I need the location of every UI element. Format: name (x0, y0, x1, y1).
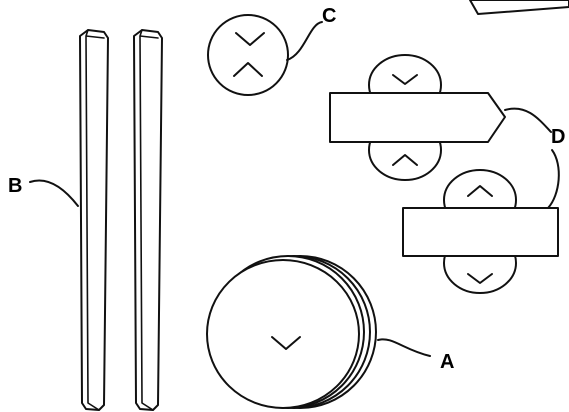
label-b: B (8, 175, 22, 197)
part-b-left-bar (79, 29, 109, 411)
chevron-up-icon (392, 154, 418, 166)
leader-line-d-upper (504, 107, 552, 133)
part-b-right-bar (133, 29, 163, 411)
chevron-up-icon (467, 185, 493, 197)
leader-line-b (29, 179, 79, 207)
chevron-up-icon (233, 62, 263, 77)
label-d: D (551, 126, 565, 148)
leader-line-a (377, 338, 431, 357)
leader-line-c (286, 21, 323, 61)
part-d-lower-key (402, 169, 559, 294)
part-d-upper-key (329, 54, 506, 181)
part-a-disc (206, 255, 377, 409)
chevron-down-icon (271, 336, 301, 350)
corner-panel-fragment (469, 0, 569, 15)
label-c: C (322, 5, 336, 27)
leader-line-d-lower (547, 149, 560, 209)
chevron-down-icon (235, 32, 265, 46)
part-c-round-button (207, 14, 289, 96)
chevron-down-icon (467, 273, 493, 284)
label-a: A (440, 351, 454, 373)
chevron-down-icon (392, 74, 418, 85)
